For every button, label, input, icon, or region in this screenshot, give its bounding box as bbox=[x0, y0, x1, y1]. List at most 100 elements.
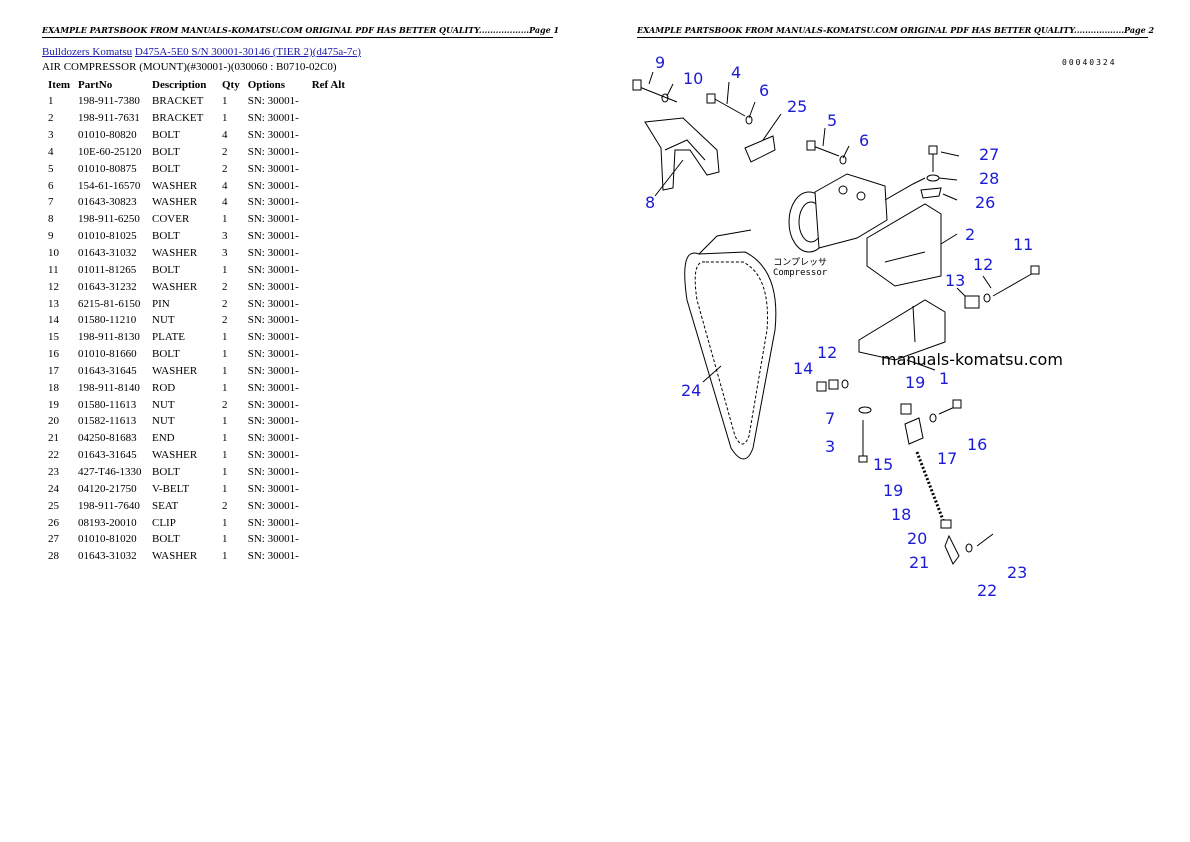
cell-partno: 01643-31032 bbox=[78, 550, 137, 563]
cell-partno: 08193-20010 bbox=[78, 516, 137, 529]
cell-description: END bbox=[152, 432, 175, 445]
cell-refalt bbox=[308, 363, 356, 380]
cell-description: WASHER bbox=[152, 247, 198, 260]
cell-description: BOLT bbox=[152, 263, 180, 276]
cell-options: SN: 30001- bbox=[247, 196, 299, 209]
plate-part bbox=[904, 417, 924, 445]
leader-line bbox=[654, 159, 684, 197]
cell-options: SN: 30001- bbox=[247, 550, 299, 563]
cell-qty: 1 bbox=[222, 331, 228, 344]
cell-options: SN: 30001- bbox=[247, 230, 299, 243]
cell-partno: 01643-31032 bbox=[78, 247, 137, 260]
cell-qty: 1 bbox=[222, 364, 228, 377]
cell-refalt bbox=[308, 177, 356, 194]
cell-options: SN: 30001- bbox=[247, 162, 299, 175]
breadcrumb: Bulldozers Komatsu D475A-5E0 S/N 30001-3… bbox=[42, 46, 361, 58]
compressor-label-en: Compressor bbox=[773, 268, 828, 278]
cell-options: SN: 30001- bbox=[247, 213, 299, 226]
cell-description: WASHER bbox=[152, 280, 198, 293]
cell-item: 19 bbox=[48, 398, 59, 411]
callout-label: 25 bbox=[787, 97, 807, 116]
cell-description: SEAT bbox=[152, 499, 179, 512]
leader-line bbox=[956, 287, 966, 297]
cell-refalt bbox=[308, 514, 356, 531]
breadcrumb-link-model[interactable]: D475A-5E0 S/N 30001-30146 (TIER 2)(d475a… bbox=[134, 46, 361, 58]
cell-qty: 1 bbox=[222, 432, 228, 445]
callout-label: 15 bbox=[873, 455, 893, 474]
breadcrumb-link-category[interactable]: Bulldozers Komatsu bbox=[42, 46, 133, 58]
cell-partno: 01643-31645 bbox=[78, 364, 137, 377]
section-title: AIR COMPRESSOR (MOUNT)(#30001-)(030060 :… bbox=[42, 61, 337, 73]
cell-item: 27 bbox=[48, 533, 59, 546]
page-2-header: EXAMPLE PARTSBOOK FROM MANUALS-KOMATSU.C… bbox=[637, 24, 1154, 38]
compressor-port bbox=[856, 191, 866, 201]
leader-line bbox=[748, 101, 756, 119]
rod-end-part bbox=[944, 534, 960, 565]
cell-options: SN: 30001- bbox=[247, 247, 299, 260]
cell-refalt bbox=[308, 160, 356, 177]
cell-options: SN: 30001- bbox=[247, 263, 299, 276]
cell-description: NUT bbox=[152, 415, 175, 428]
washer-part bbox=[745, 115, 753, 125]
cell-options: SN: 30001- bbox=[247, 348, 299, 361]
cell-description: BOLT bbox=[152, 348, 180, 361]
cell-item: 28 bbox=[48, 550, 59, 563]
clip-part bbox=[920, 187, 942, 199]
cell-qty: 1 bbox=[222, 550, 228, 563]
bolt-part bbox=[992, 271, 1036, 297]
exploded-parts-diagram: 9104625562728268211121312141197243161715… bbox=[632, 53, 1040, 600]
cell-item: 21 bbox=[48, 432, 59, 445]
cell-description: WASHER bbox=[152, 179, 198, 192]
cell-item: 12 bbox=[48, 280, 59, 293]
bolt-part bbox=[636, 85, 678, 103]
cell-description: NUT bbox=[152, 314, 175, 327]
cell-qty: 1 bbox=[222, 95, 228, 108]
cell-qty: 1 bbox=[222, 263, 228, 276]
cell-partno: 01580-11210 bbox=[78, 314, 137, 327]
cell-partno: 01643-31645 bbox=[78, 449, 137, 462]
washer-part bbox=[839, 155, 847, 165]
compressor-hose bbox=[884, 177, 926, 201]
cell-partno: 01010-81025 bbox=[78, 230, 137, 243]
cell-options: SN: 30001- bbox=[247, 314, 299, 327]
callout-label: 13 bbox=[945, 271, 965, 290]
bolt-head-part bbox=[706, 93, 716, 104]
leader-line bbox=[940, 151, 960, 157]
cell-description: WASHER bbox=[152, 550, 198, 563]
callout-label: 3 bbox=[825, 437, 835, 456]
callout-label: 2 bbox=[965, 225, 975, 244]
cell-description: BOLT bbox=[152, 465, 180, 478]
cell-options: SN: 30001- bbox=[247, 280, 299, 293]
compressor-port bbox=[838, 185, 848, 195]
cell-qty: 3 bbox=[222, 230, 228, 243]
cell-qty: 1 bbox=[222, 348, 228, 361]
v-belt-inner bbox=[694, 261, 768, 445]
callout-label: 1 bbox=[939, 369, 949, 388]
cell-partno: 154-61-16570 bbox=[78, 179, 141, 192]
compressor-label: コンプレッサ Compressor bbox=[773, 258, 827, 278]
cell-description: COVER bbox=[152, 213, 190, 226]
callout-label: 6 bbox=[859, 131, 869, 150]
compressor-label-jp: コンプレッサ bbox=[773, 258, 827, 268]
cell-item: 9 bbox=[48, 230, 54, 243]
callout-label: 27 bbox=[979, 145, 999, 164]
cell-partno: 01643-31232 bbox=[78, 280, 137, 293]
cell-partno: 427-T46-1330 bbox=[78, 465, 142, 478]
cell-options: SN: 30001- bbox=[247, 499, 299, 512]
cell-partno: 198-911-6250 bbox=[78, 213, 140, 226]
cell-refalt bbox=[308, 312, 356, 329]
callout-label: 12 bbox=[973, 255, 993, 274]
cell-refalt bbox=[308, 194, 356, 211]
cell-description: ROD bbox=[152, 381, 176, 394]
cell-item: 17 bbox=[48, 364, 59, 377]
cell-options: SN: 30001- bbox=[247, 179, 299, 192]
callout-label: 21 bbox=[909, 553, 929, 572]
